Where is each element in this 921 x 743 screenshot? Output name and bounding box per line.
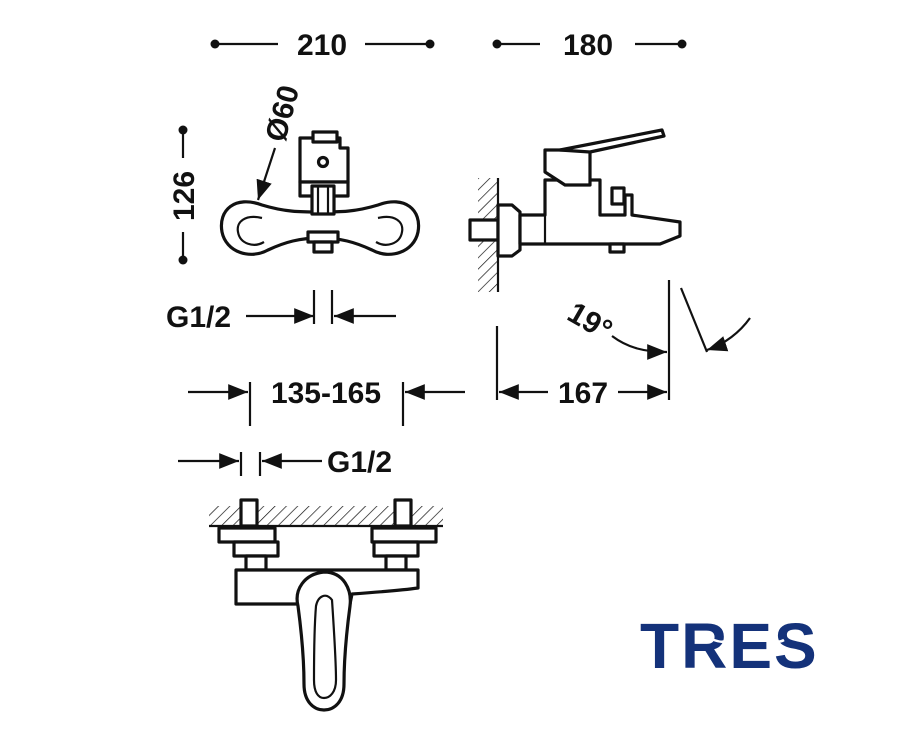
dimension-210: 210	[210, 29, 435, 62]
dimension-label-167: 167	[558, 377, 608, 410]
dimension-label-210: 210	[297, 29, 347, 62]
dimension-thread-top: G1/2	[166, 290, 396, 334]
dimension-label-126: 126	[168, 171, 201, 221]
front-view-mixer	[219, 130, 421, 256]
dimension-label-180: 180	[563, 29, 613, 62]
dimension-label-thread-top: G1/2	[166, 301, 231, 334]
dimension-thread-bottom: G1/2	[178, 446, 392, 479]
dimension-label-diameter-60: Ø60	[260, 82, 307, 145]
tres-logo: TRES	[640, 610, 819, 682]
dimension-126: 126	[168, 125, 201, 265]
dimension-label-thread-bottom: G1/2	[327, 446, 392, 479]
dimension-label-centers: 135-165	[271, 377, 381, 410]
dimension-angle-19: 19°	[562, 287, 751, 360]
top-view-mixer	[209, 498, 443, 712]
dimension-projection-167: 167	[495, 280, 671, 410]
dimension-180: 180	[492, 29, 687, 62]
side-view-mixer	[468, 128, 682, 292]
dimension-label-angle-19: 19°	[562, 296, 618, 347]
dimension-centers: 135-165	[188, 377, 465, 426]
tres-logo-text: TRES	[640, 610, 819, 682]
